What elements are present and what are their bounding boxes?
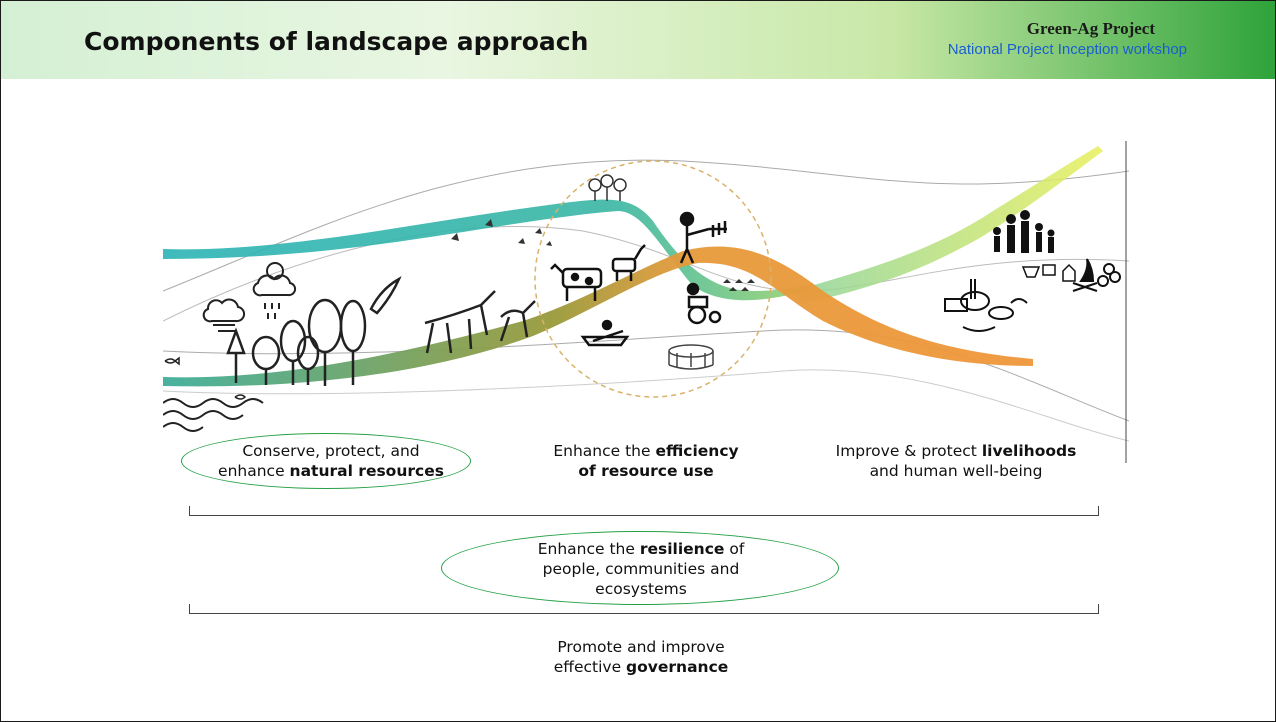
efficiency-line2: of resource use [521, 461, 771, 481]
efficiency-bold2: of resource use [578, 462, 714, 480]
efficiency-line1: Enhance the efficiency [521, 441, 771, 461]
governance-label: Promote and improve effective governance [491, 637, 791, 677]
bracket-lower [189, 604, 1099, 614]
efficiency-bold: efficiency [655, 442, 739, 460]
rain-cloud-icon [252, 262, 297, 319]
antelope-icon [424, 290, 536, 354]
project-name: Green-Ag Project [1026, 19, 1155, 38]
food-icon [944, 279, 1028, 332]
cloud-icon [202, 298, 246, 332]
campfire-icon [1072, 258, 1098, 292]
bird-icon [369, 276, 402, 315]
livelihoods-label: Improve & protect livelihoods and human … [791, 441, 1121, 481]
resilience-ellipse [441, 531, 839, 605]
livelihoods-prefix: Improve & protect [835, 442, 982, 460]
natural-resources-ellipse [181, 433, 471, 489]
governance-line1: Promote and improve [557, 638, 725, 656]
clothes-icon [1021, 263, 1076, 282]
livelihoods-line2: and human well-being [869, 462, 1043, 480]
efficiency-label: Enhance the efficiency of resource use [521, 441, 771, 481]
efficiency-prefix: Enhance the [553, 442, 656, 460]
goat-icon [611, 244, 646, 281]
livelihoods-line1: Improve & protect livelihoods [791, 441, 1121, 461]
bracket-upper [189, 506, 1099, 516]
cow-icon [550, 263, 603, 301]
small-trees-icon [588, 174, 627, 201]
fish-cage-icon [668, 344, 714, 370]
waves-icon [163, 398, 264, 432]
fish-icon [164, 356, 247, 400]
logs-icon [1097, 263, 1121, 287]
governance-line2: effective governance [491, 657, 791, 677]
header-banner: Components of landscape approach Green-A… [1, 1, 1275, 79]
project-subtitle: National Project Inception workshop [947, 41, 1187, 58]
farmer-icon [679, 211, 727, 264]
tree-icon [226, 298, 367, 386]
crops-icon [723, 279, 755, 291]
governance-prefix: effective [553, 658, 627, 676]
slide-title: Components of landscape approach [84, 27, 589, 56]
boat-icon [580, 319, 630, 347]
family-icon [993, 210, 1055, 253]
landscape-illustration [163, 141, 1129, 463]
tractor-icon [686, 282, 722, 325]
livelihoods-bold: livelihoods [981, 442, 1077, 460]
governance-bold: governance [626, 658, 729, 676]
